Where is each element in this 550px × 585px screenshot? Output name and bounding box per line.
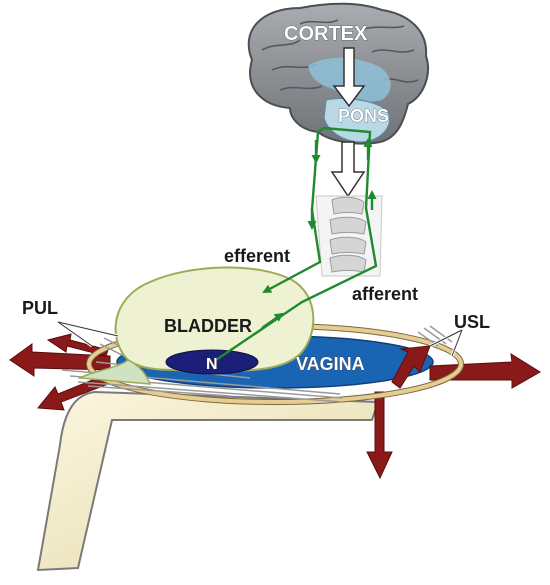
bladder-label: BLADDER bbox=[164, 316, 252, 336]
pons-to-spine-arrow bbox=[330, 141, 366, 198]
cortex-to-pons-arrow bbox=[332, 47, 366, 108]
usl-pointers-outline bbox=[429, 329, 463, 357]
efferent-label: efferent bbox=[224, 246, 290, 266]
afferent-pathway bbox=[215, 126, 378, 361]
cortex-label: CORTEX bbox=[284, 23, 368, 45]
pul-label: PUL bbox=[22, 298, 58, 318]
pul-pointers-outline bbox=[57, 321, 119, 347]
vagina-label: VAGINA bbox=[296, 354, 365, 374]
nucleus-n bbox=[165, 349, 259, 375]
efferent-pathway bbox=[262, 127, 325, 294]
usl-label: USL bbox=[454, 312, 490, 332]
nucleus-label: N bbox=[206, 356, 218, 373]
pubic-bone bbox=[36, 390, 380, 572]
spinal-column bbox=[315, 195, 383, 277]
afferent-label: afferent bbox=[352, 284, 418, 304]
pons-label: PONS bbox=[338, 106, 389, 126]
